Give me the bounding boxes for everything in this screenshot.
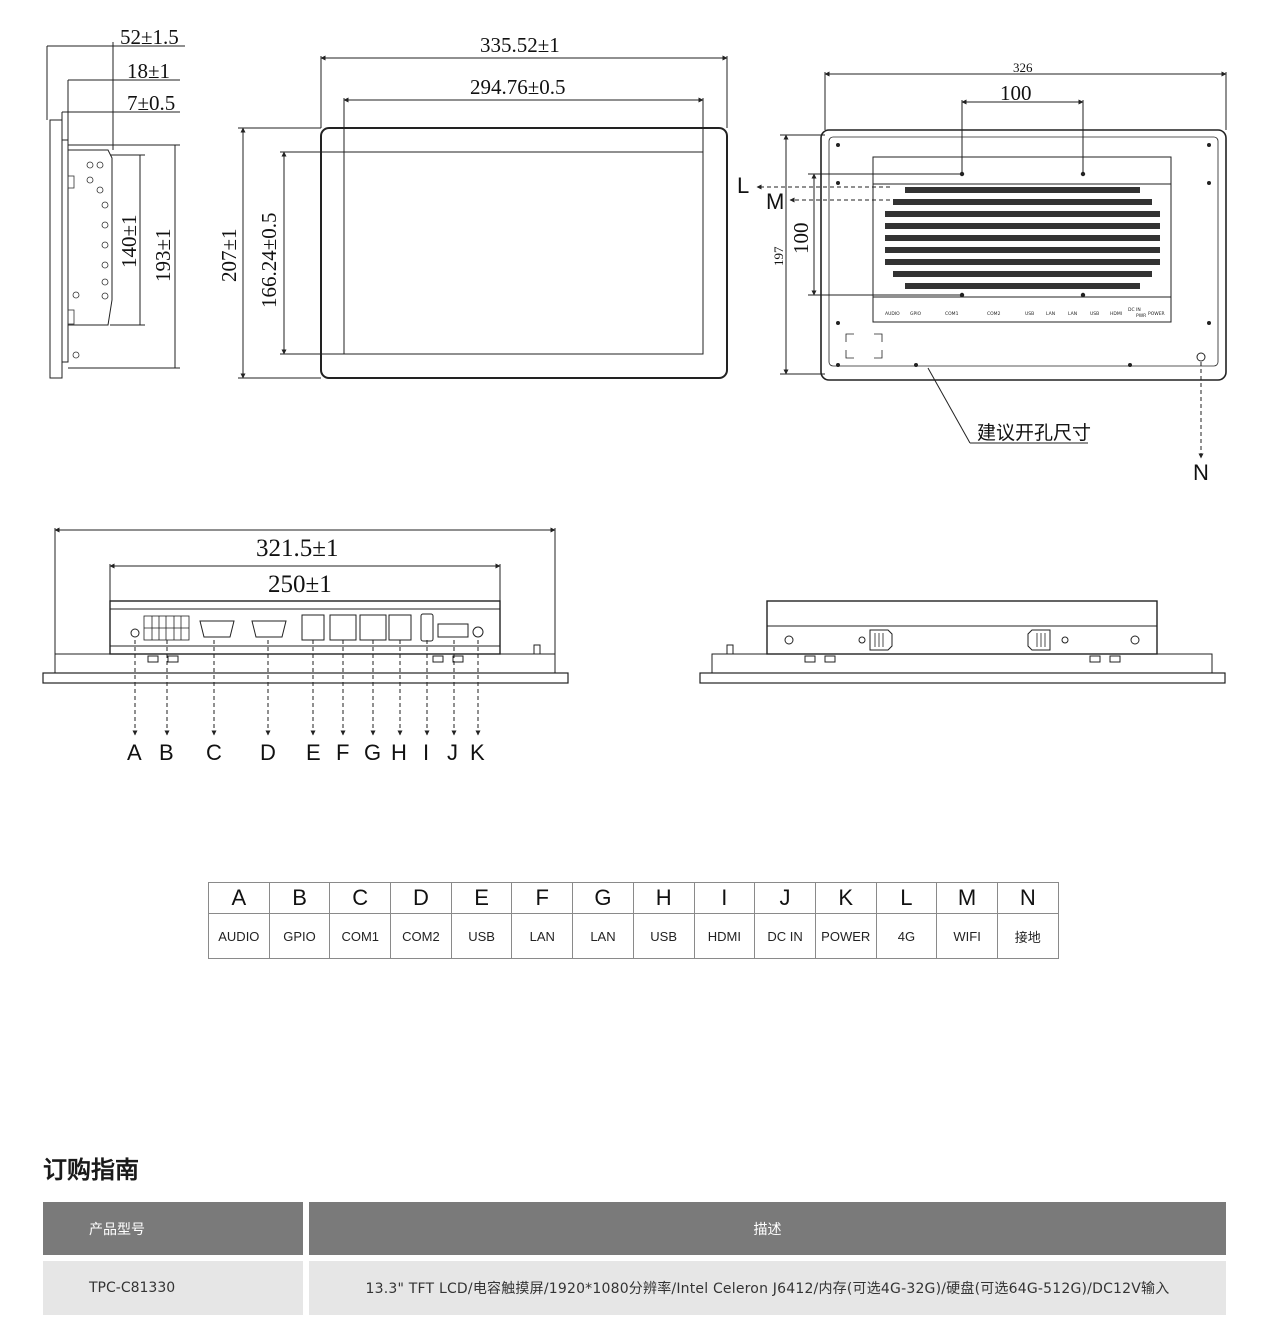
- port-letter: M: [936, 882, 998, 914]
- callout-h: H: [391, 740, 407, 765]
- port-name: 4G: [875, 913, 938, 959]
- rear-port-print-power: POWER: [1148, 311, 1165, 317]
- port-legend-table: A B C D E F G H I J K L M N AUDIO GPIO C…: [208, 882, 1059, 959]
- rear-port-print-com2: COM2: [987, 311, 1001, 317]
- port-letter: A: [208, 882, 270, 914]
- rear-dim-height: 197: [771, 246, 786, 266]
- bottom-dim-width: 321.5±1: [256, 535, 338, 562]
- port-letter: I: [693, 882, 756, 914]
- rear-dim-hole-spacing-v: 100: [789, 223, 813, 255]
- callout-n: N: [1193, 460, 1209, 485]
- rear-port-print-lan-1: LAN: [1046, 311, 1055, 317]
- rear-port-print-hdmi: HDMI: [1110, 311, 1122, 317]
- side-dim-flange: 7±0.5: [127, 91, 175, 115]
- cutout-note: 建议开孔尺寸: [977, 422, 1091, 444]
- bottom-view: [42, 527, 569, 736]
- callout-g: G: [364, 740, 381, 765]
- port-name: GPIO: [268, 913, 331, 959]
- rear-dim-width: 326: [1013, 60, 1033, 75]
- port-name: HDMI: [693, 913, 756, 959]
- rear-port-print-usb-1: USB: [1025, 311, 1034, 317]
- port-letter: L: [875, 882, 938, 914]
- side-dim-193: 193±1: [151, 228, 175, 282]
- callout-c: C: [206, 740, 222, 765]
- front-dim-active-height: 166.24±0.5: [257, 212, 281, 308]
- port-letter: C: [329, 882, 392, 914]
- side-dim-bezel: 18±1: [127, 59, 170, 83]
- port-name: AUDIO: [208, 913, 270, 959]
- callout-f: F: [336, 740, 349, 765]
- port-letter: F: [511, 882, 574, 914]
- rear-view: [756, 71, 1227, 459]
- port-letter: B: [268, 882, 331, 914]
- side-dim-depth: 52±1.5: [120, 25, 179, 49]
- bottom-callouts: A B C D E F G H I J K: [127, 740, 485, 765]
- port-name: USB: [450, 913, 513, 959]
- port-name: USB: [632, 913, 695, 959]
- port-name: LAN: [572, 913, 634, 959]
- rear-port-print-gpio: GPIO: [910, 311, 922, 317]
- callout-l: L: [737, 173, 749, 198]
- port-name: COM2: [390, 913, 452, 959]
- port-letter: E: [450, 882, 513, 914]
- rear-port-print-audio: AUDIO: [885, 311, 900, 317]
- rear-port-print-com1: COM1: [945, 311, 959, 317]
- port-name: LAN: [511, 913, 574, 959]
- front-dim-width: 335.52±1: [480, 33, 560, 57]
- port-name: WIFI: [936, 913, 998, 959]
- dimension-drawing: 52±1.5 18±1 7±0.5 140±1 193±1 335.52±1 2…: [42, 25, 1227, 765]
- port-letter: J: [754, 882, 816, 914]
- callout-b: B: [159, 740, 174, 765]
- front-dim-active-width: 294.76±0.5: [470, 75, 566, 99]
- callout-a: A: [127, 740, 142, 765]
- rear-port-print-usb-2: USB: [1090, 311, 1099, 317]
- port-letter: H: [632, 882, 695, 914]
- callout-j: J: [447, 740, 458, 765]
- front-dim-height: 207±1: [217, 228, 241, 282]
- port-letter: K: [814, 882, 877, 914]
- callout-i: I: [423, 740, 429, 765]
- callout-e: E: [306, 740, 321, 765]
- port-name: COM1: [329, 913, 392, 959]
- port-name: 接地: [996, 913, 1059, 959]
- side-view: [46, 42, 185, 379]
- rear-dim-hole-spacing-h: 100: [1000, 81, 1032, 105]
- port-letter: N: [996, 882, 1059, 914]
- port-legend-name-row: AUDIO GPIO COM1 COM2 USB LAN LAN USB HDM…: [208, 913, 1059, 959]
- port-letter: G: [572, 882, 634, 914]
- ordering-header-description: 描述: [309, 1202, 1226, 1255]
- port-letter: D: [390, 882, 452, 914]
- ordering-title: 订购指南: [43, 1156, 139, 1184]
- port-legend-letter-row: A B C D E F G H I J K L M N: [208, 882, 1059, 914]
- port-name: POWER: [814, 913, 877, 959]
- callout-k: K: [470, 740, 485, 765]
- front-view: [238, 55, 728, 379]
- callout-d: D: [260, 740, 276, 765]
- side-dim-140: 140±1: [117, 214, 141, 268]
- port-name: DC IN: [754, 913, 816, 959]
- rear-port-print-lan-2: LAN: [1068, 311, 1077, 317]
- bottom-dim-chassis: 250±1: [268, 571, 332, 598]
- ordering-row-model: TPC-C81330: [43, 1261, 303, 1315]
- top-view: [699, 600, 1226, 684]
- callout-m: M: [766, 189, 784, 214]
- rear-port-print-dcin: DC IN: [1128, 307, 1141, 313]
- ordering-row-description: 13.3" TFT LCD/电容触摸屏/1920*1080分辨率/Intel C…: [309, 1261, 1226, 1315]
- rear-port-labels: AUDIO GPIO COM1 COM2 USB LAN LAN USB HDM…: [885, 307, 1165, 319]
- rear-port-print-pwr: PWR: [1136, 313, 1146, 319]
- ordering-header-model: 产品型号: [43, 1202, 303, 1255]
